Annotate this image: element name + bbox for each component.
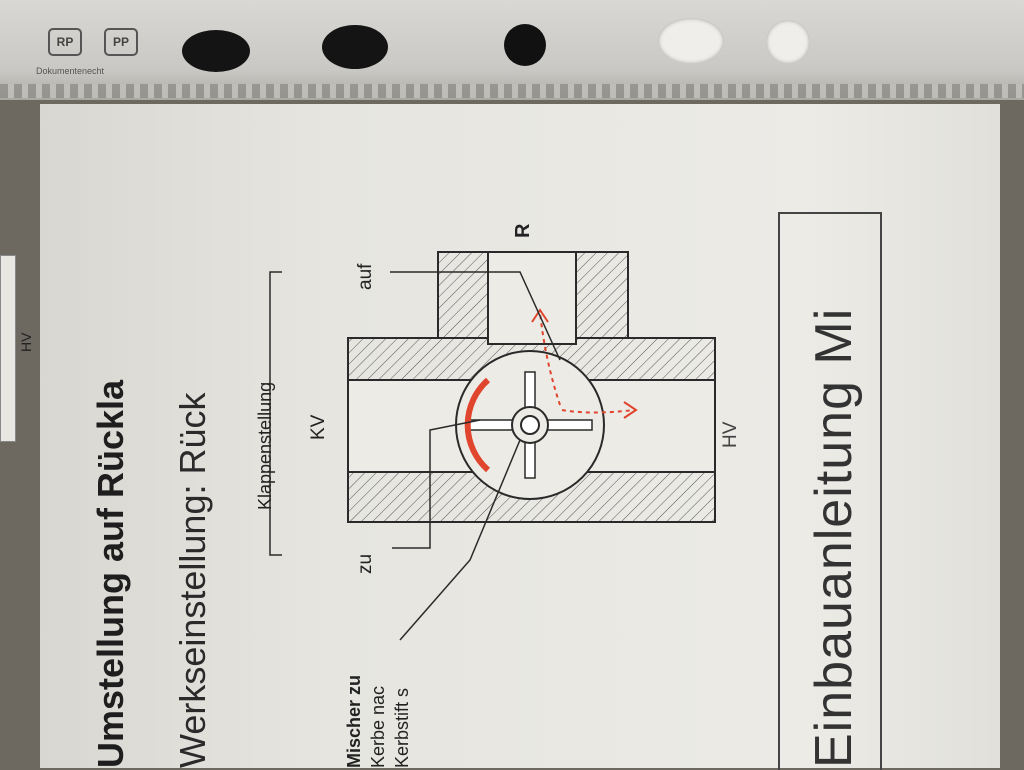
flow-arrow-up — [539, 311, 561, 406]
punch-hole-5 — [766, 20, 810, 64]
red-marker-arc — [464, 377, 491, 473]
label-auf: auf — [355, 263, 376, 290]
branch-bore — [487, 251, 577, 345]
label-klappenstellung: Klappenstellung — [255, 381, 275, 510]
label-hv: HV — [720, 421, 741, 448]
note-line-1: Kerbstift s — [392, 687, 412, 768]
flow-arrow-right — [561, 409, 636, 414]
punch-hole-1 — [182, 30, 250, 72]
punch-hole-3 — [504, 24, 546, 66]
punch-hole-2 — [322, 25, 388, 69]
note-line-2: Kerbe nac — [368, 685, 388, 768]
logo-rp: RP — [48, 28, 82, 56]
bracket-klappenstellung — [269, 271, 282, 556]
spindle-inner — [520, 415, 540, 435]
leader-kerbstift — [399, 439, 521, 641]
label-zu: zu — [355, 553, 376, 574]
leader-auf — [390, 271, 561, 361]
leader-zu — [392, 419, 481, 549]
left-paper-scrap — [0, 255, 16, 442]
logo-pp: PP — [104, 28, 138, 56]
perforation-strip — [0, 84, 1024, 98]
punch-hole-4 — [658, 18, 724, 64]
title-frame — [778, 212, 882, 770]
label-r: R — [512, 223, 534, 238]
note-line-3: Mischer zu — [344, 674, 364, 768]
label-kv: KV — [308, 414, 329, 440]
logo-caption: Dokumentenecht — [36, 66, 105, 76]
